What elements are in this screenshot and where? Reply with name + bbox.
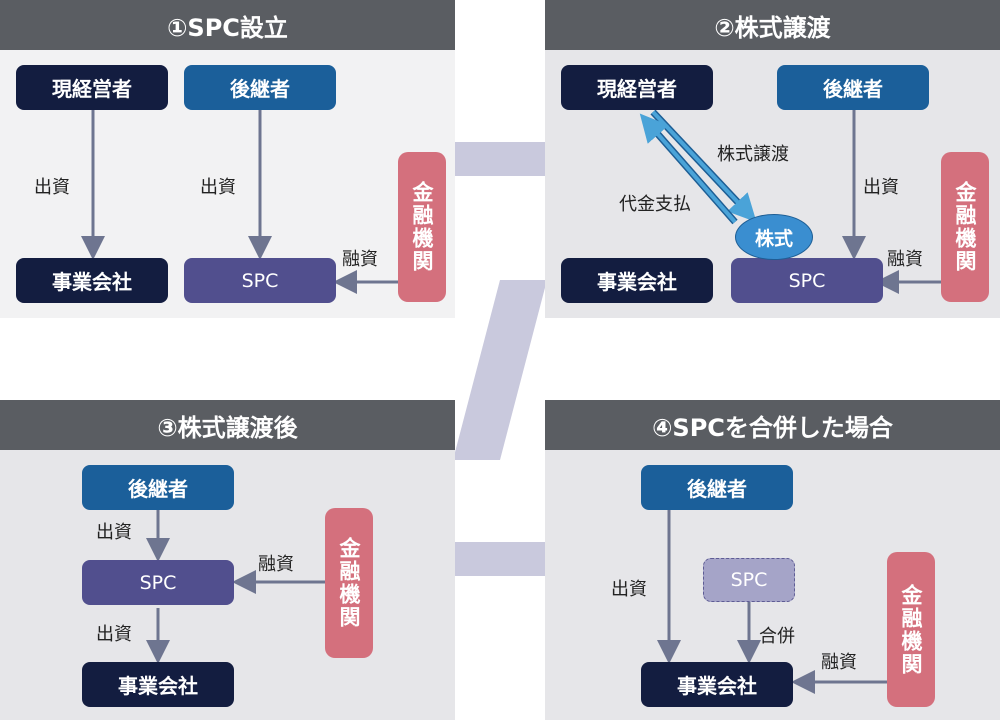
- panel-title: ①SPC設立: [0, 0, 455, 50]
- panel-spc-setup: ①SPC設立 現経営者 後継者 出資 出資 融資 事業会社 SPC 金融機関: [0, 0, 455, 318]
- company-box: 事業会社: [16, 258, 168, 303]
- current-owner-box: 現経営者: [16, 65, 168, 110]
- bank-box: 金融機関: [887, 552, 935, 707]
- panel-title: ②株式譲渡: [545, 0, 1000, 50]
- panel-share-transfer: ②株式譲渡 現経営者 後継者 株式譲渡 代金支払 出資 融資 事業会社 SPC …: [545, 0, 1000, 318]
- loan-label: 融資: [258, 554, 294, 575]
- merge-label: 合併: [759, 626, 795, 647]
- shares-ellipse: 株式: [735, 214, 813, 260]
- bank-box: 金融機関: [325, 508, 373, 658]
- invest-label: 出資: [96, 624, 132, 645]
- successor-box: 後継者: [641, 465, 793, 510]
- bank-box: 金融機関: [941, 152, 989, 302]
- panel-title: ③株式譲渡後: [0, 400, 455, 450]
- transfer-label: 株式譲渡: [717, 144, 789, 165]
- invest-label: 出資: [34, 177, 70, 198]
- panel-title: ④SPCを合併した場合: [545, 400, 1000, 450]
- invest-label: 出資: [863, 177, 899, 198]
- successor-box: 後継者: [82, 465, 234, 510]
- spc-box: SPC: [82, 560, 234, 605]
- panel-after-transfer: ③株式譲渡後 後継者 出資 SPC 融資 出資 事業会社 金融機関: [0, 400, 455, 720]
- loan-label: 融資: [887, 249, 923, 270]
- invest-label: 出資: [96, 522, 132, 543]
- loan-label: 融資: [342, 249, 378, 270]
- merged-spc-box: SPC: [703, 558, 795, 602]
- successor-box: 後継者: [184, 65, 336, 110]
- company-box: 事業会社: [82, 662, 234, 707]
- spc-box: SPC: [184, 258, 336, 303]
- current-owner-box: 現経営者: [561, 65, 713, 110]
- successor-box: 後継者: [777, 65, 929, 110]
- spc-box: SPC: [731, 258, 883, 303]
- loan-label: 融資: [821, 652, 857, 673]
- company-box: 事業会社: [641, 662, 793, 707]
- payment-label: 代金支払: [619, 194, 691, 215]
- company-box: 事業会社: [561, 258, 713, 303]
- panel-spc-merger: ④SPCを合併した場合 後継者 SPC 出資 合併 融資 事業会社 金融機関: [545, 400, 1000, 720]
- bank-box: 金融機関: [398, 152, 446, 302]
- invest-label: 出資: [200, 177, 236, 198]
- invest-label: 出資: [611, 579, 647, 600]
